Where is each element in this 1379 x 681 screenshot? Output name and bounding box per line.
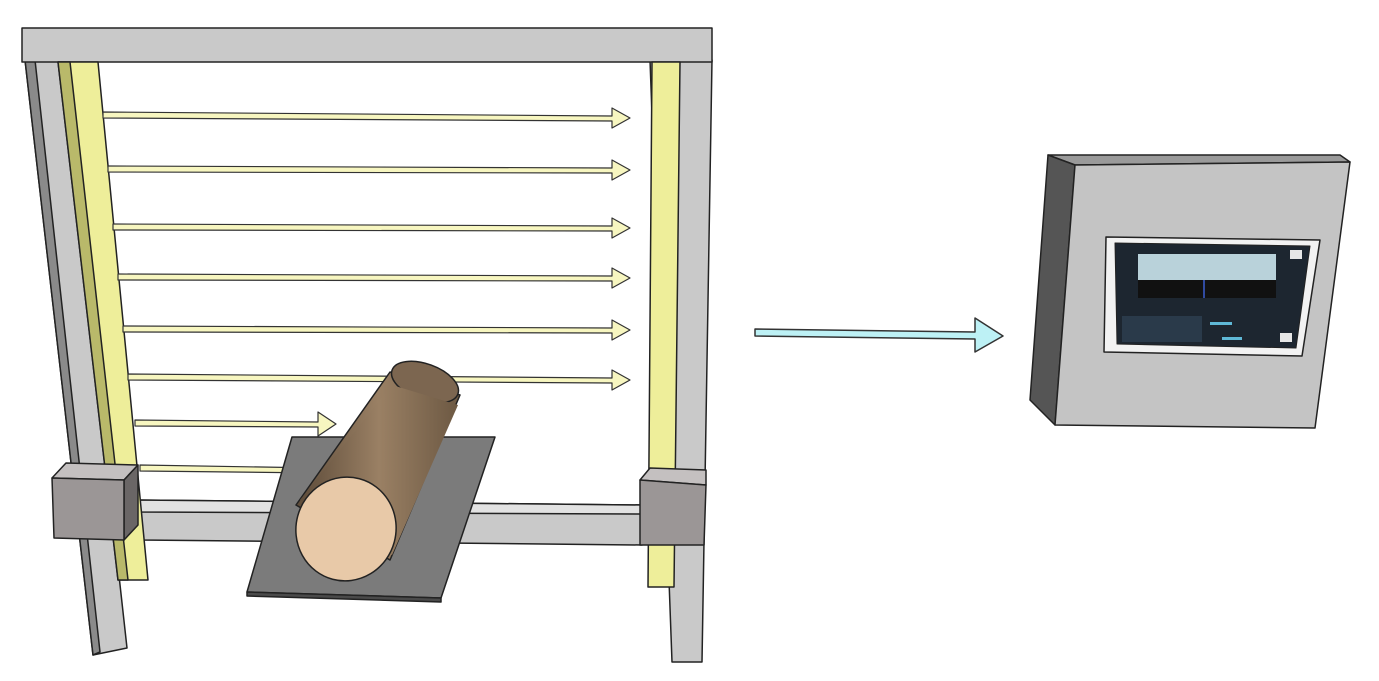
support-plate-edge (246, 591, 442, 603)
receiver-strip (647, 61, 681, 588)
light-beams (102, 107, 631, 479)
screen-button[interactable] (1290, 250, 1302, 259)
screen-chart-sky (1138, 254, 1276, 282)
beam (127, 369, 631, 391)
signal-arrow (754, 317, 1004, 353)
beam (107, 159, 631, 181)
frame-top-bar (21, 27, 713, 63)
beam (122, 319, 631, 341)
screen-button[interactable] (1280, 333, 1292, 342)
beam (134, 411, 337, 437)
beam (102, 107, 631, 129)
log-on-plate (246, 360, 496, 603)
beam (117, 267, 631, 289)
emitter-strip-side (57, 61, 129, 581)
log-front-end (295, 476, 397, 582)
beam (112, 217, 631, 239)
screen-progress-bar (1210, 322, 1232, 325)
screen-table (1122, 316, 1202, 342)
screen-progress-bar (1222, 337, 1242, 340)
control-panel (1029, 154, 1351, 429)
emitter-sensor-box (51, 462, 139, 541)
sensor-boxes (51, 462, 707, 546)
receiver-sensor-box (639, 467, 707, 546)
screen-chart-profile (1138, 280, 1276, 298)
